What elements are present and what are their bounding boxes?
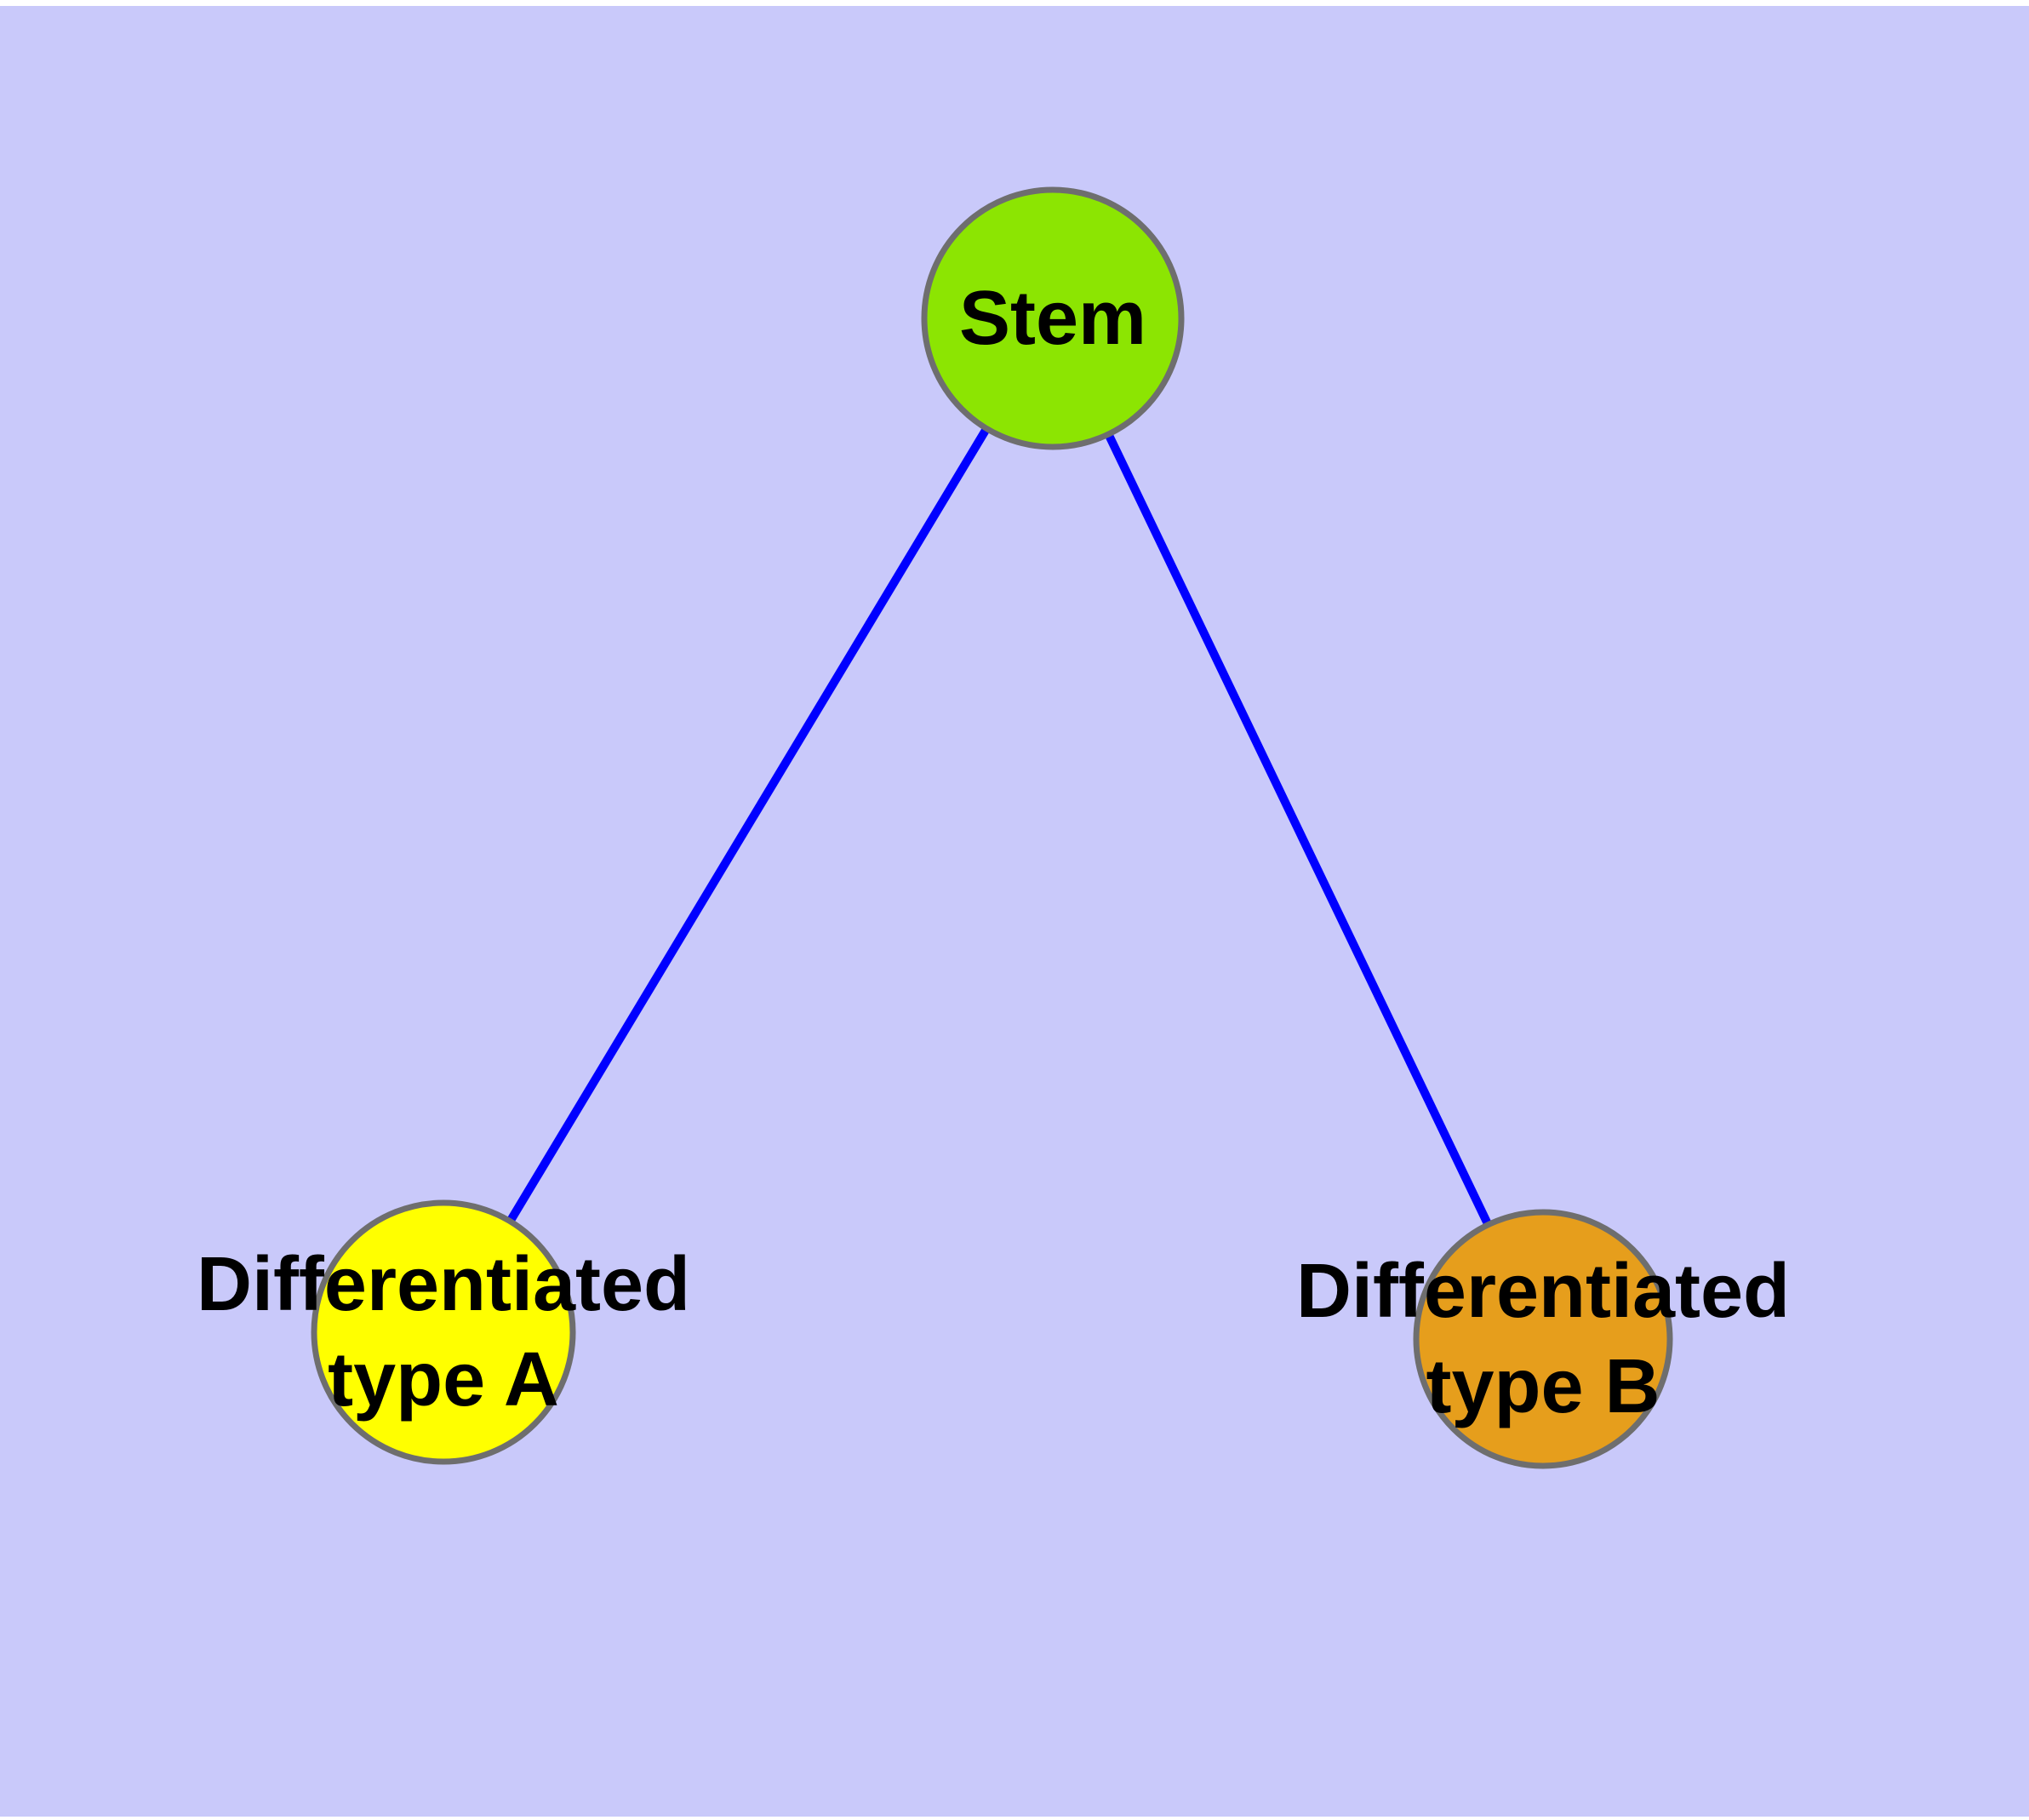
edge-stem-type-b <box>1049 316 1547 1342</box>
node-label-line: type B <box>1426 1344 1660 1429</box>
edges-layer <box>439 316 1547 1342</box>
node-label-line: Stem <box>959 276 1146 361</box>
nodes-layer <box>311 186 1673 1469</box>
node-stem <box>921 186 1185 450</box>
edge-stem-type-a <box>439 316 1057 1335</box>
node-label-type-a: Differentiated type A <box>197 1242 690 1422</box>
node-label-line: type A <box>328 1337 559 1422</box>
node-type-b <box>1413 1209 1673 1469</box>
node-type-a <box>311 1199 576 1465</box>
node-label-line: Differentiated <box>197 1242 690 1327</box>
node-label-type-b: Differentiated type B <box>1296 1249 1790 1429</box>
node-label-stem: Stem <box>959 276 1146 361</box>
node-label-line: Differentiated <box>1296 1249 1790 1334</box>
